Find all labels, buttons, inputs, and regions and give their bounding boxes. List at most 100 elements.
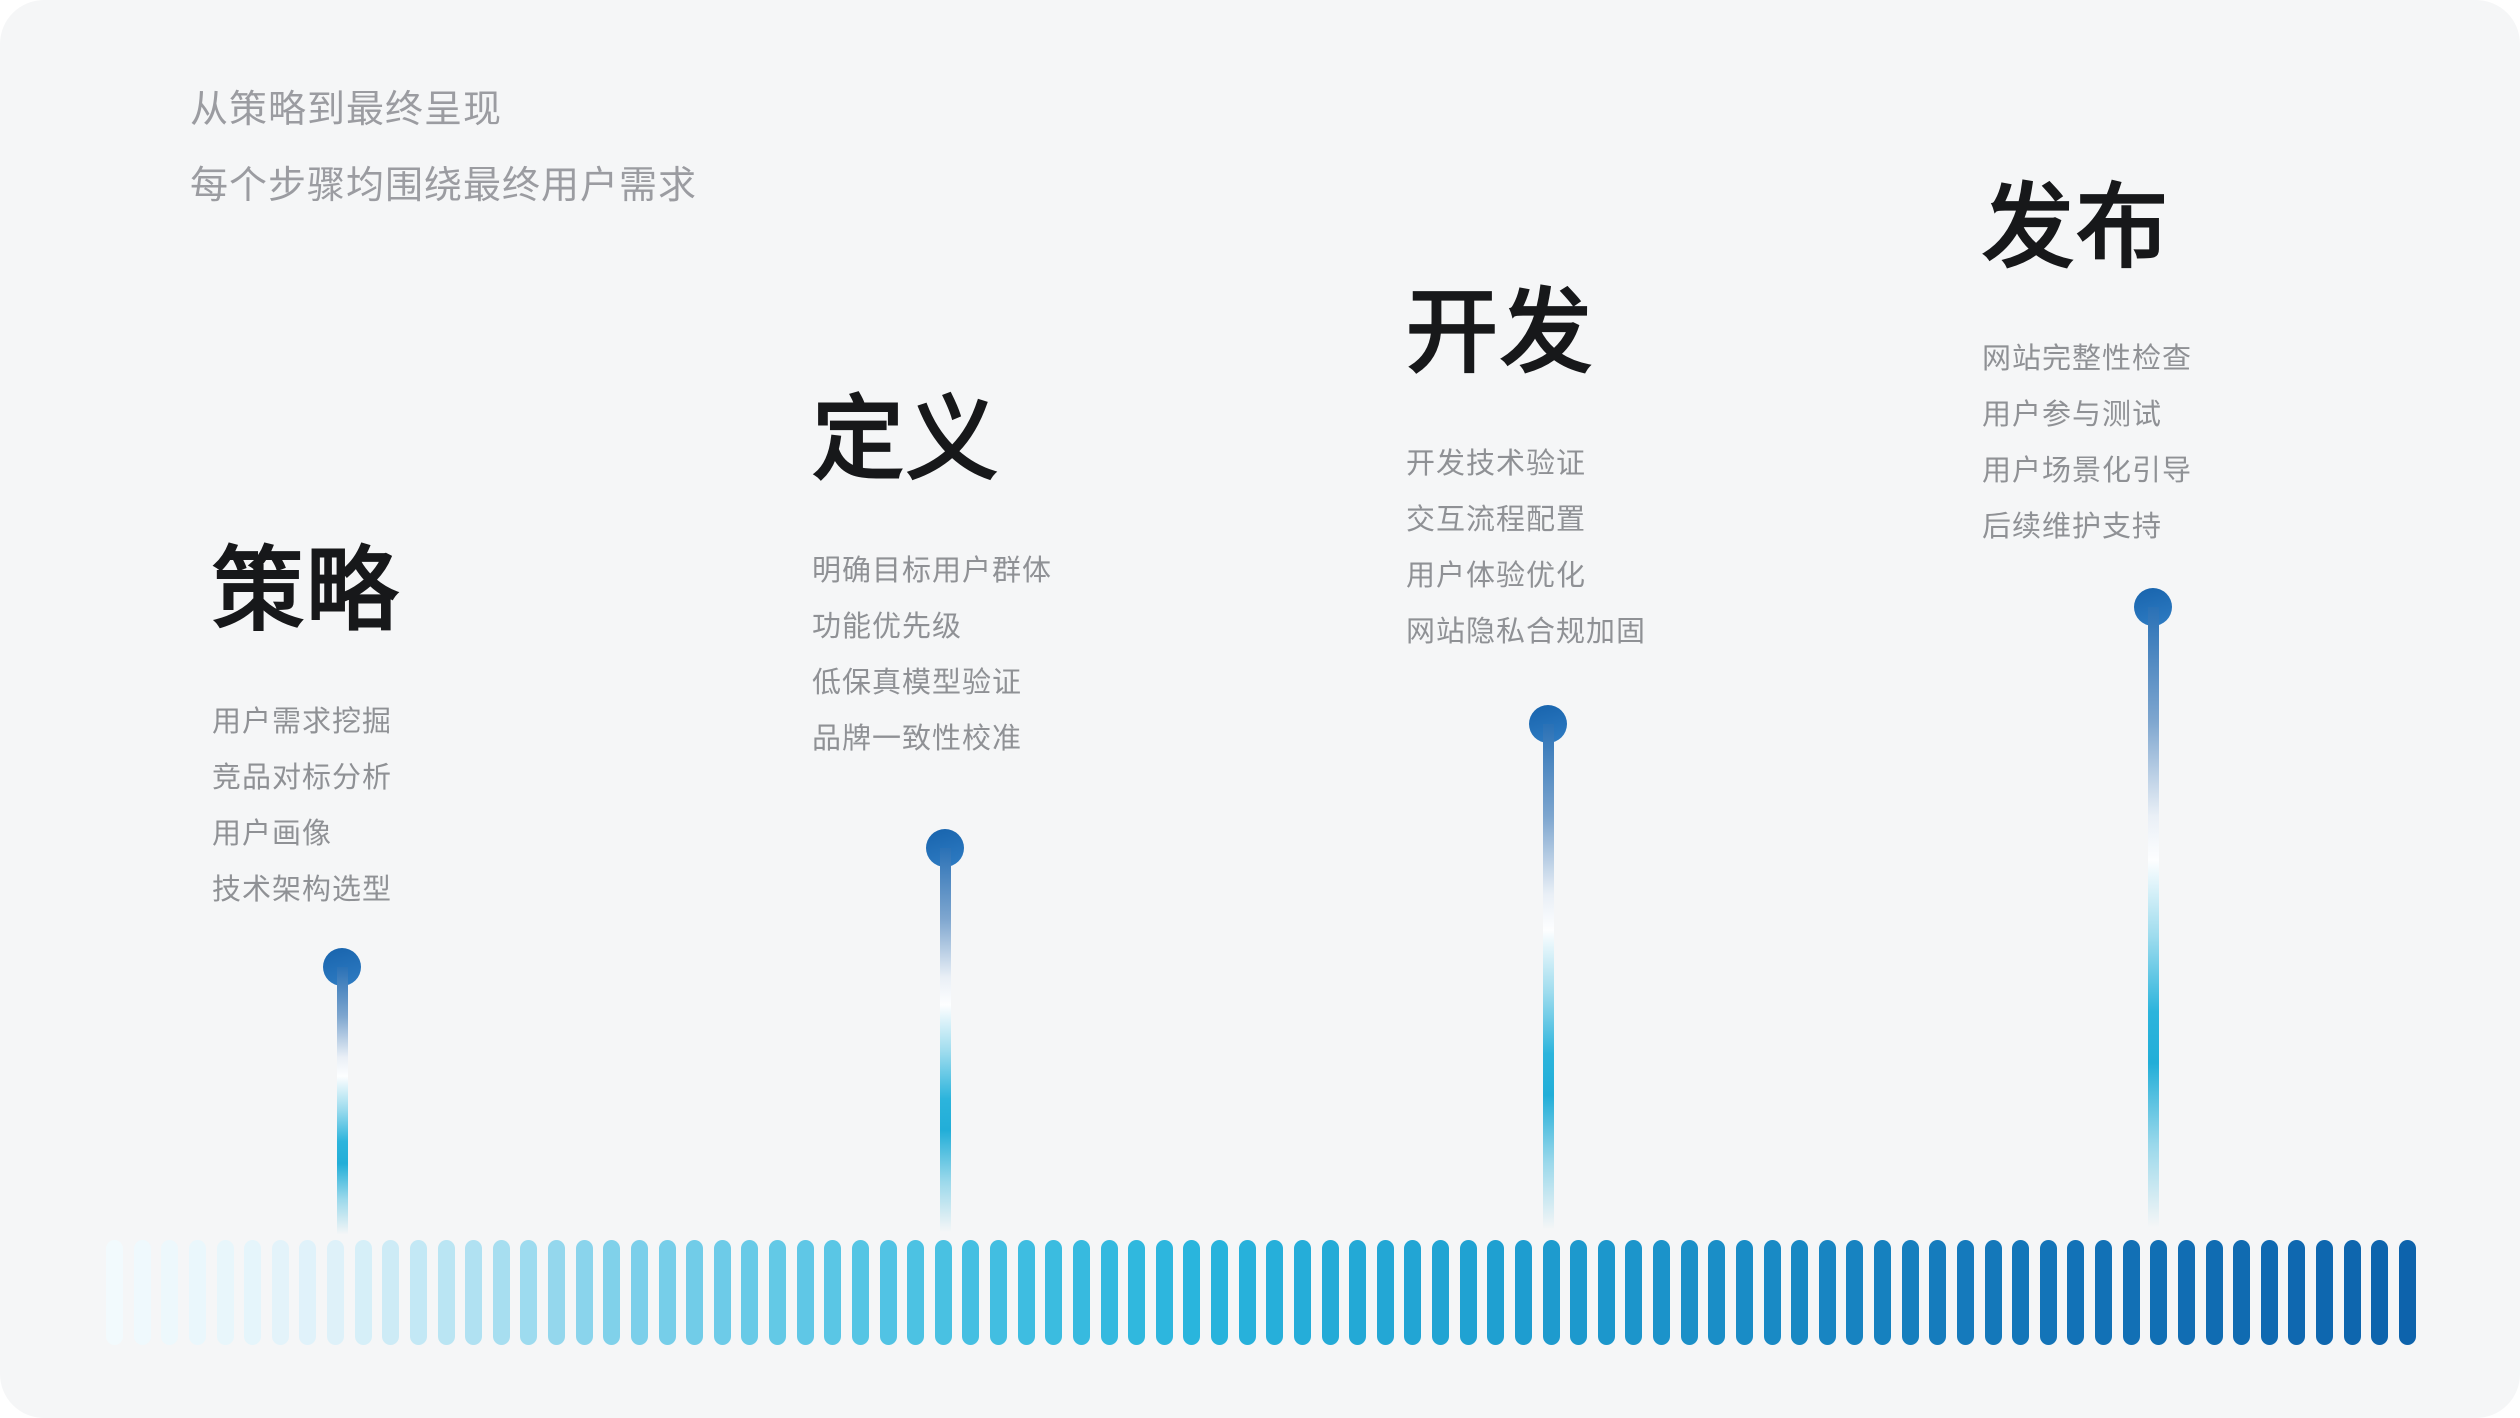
timeline-bar bbox=[658, 1240, 676, 1345]
timeline-bar bbox=[796, 1240, 814, 1345]
timeline-bars bbox=[106, 1240, 2416, 1345]
milestone-stem bbox=[1542, 724, 1554, 1240]
stage-item: 用户场景化引导 bbox=[1982, 455, 2193, 487]
stage-item: 用户体验优化 bbox=[1406, 560, 1587, 592]
timeline-bar bbox=[741, 1240, 759, 1345]
timeline-bar bbox=[2398, 1240, 2416, 1345]
stage-item: 明确目标用户群体 bbox=[812, 555, 1053, 587]
timeline-bar bbox=[1183, 1240, 1201, 1345]
timeline-bar bbox=[1791, 1240, 1809, 1345]
timeline-bar bbox=[824, 1240, 842, 1345]
stage-strategy-items: 用户需求挖掘 竞品对标分析 用户画像 技术架构选型 bbox=[212, 694, 400, 918]
timeline-bar bbox=[2122, 1240, 2140, 1345]
timeline-bar bbox=[686, 1240, 704, 1345]
page-subtitle: 从策略到最终呈现 每个步骤均围绕最终用户需求 bbox=[190, 72, 697, 224]
timeline-bar bbox=[2205, 1240, 2223, 1345]
timeline-bar bbox=[1929, 1240, 1947, 1345]
stage-develop-title: 开发 bbox=[1406, 282, 1595, 384]
timeline-bar bbox=[1238, 1240, 1256, 1345]
timeline-bar bbox=[603, 1240, 621, 1345]
timeline-bar bbox=[133, 1240, 151, 1345]
timeline-bar bbox=[1984, 1240, 2002, 1345]
stage-launch-title: 发布 bbox=[1982, 177, 2171, 279]
milestone-marker-develop bbox=[1529, 705, 1567, 1240]
timeline-bar bbox=[437, 1240, 455, 1345]
timeline-bar bbox=[1211, 1240, 1228, 1345]
stage-item: 低保真模型验证 bbox=[812, 667, 1023, 699]
stage-launch: 发布 网站完整性检查 用户参与测试 用户场景化引导 后续维护支持 bbox=[1982, 181, 2192, 555]
milestone-stem bbox=[2147, 607, 2159, 1240]
timeline-bar bbox=[465, 1240, 483, 1345]
timeline-bar bbox=[2177, 1240, 2195, 1345]
timeline-bar bbox=[1846, 1240, 1864, 1345]
timeline-bar bbox=[1570, 1240, 1588, 1345]
timeline-bar bbox=[1155, 1240, 1173, 1345]
timeline-bar bbox=[1293, 1240, 1311, 1345]
timeline-bar bbox=[2343, 1240, 2361, 1345]
stage-item: 开发技术验证 bbox=[1406, 448, 1587, 480]
stage-item: 交互流程配置 bbox=[1406, 504, 1587, 536]
timeline-bar bbox=[1735, 1240, 1753, 1345]
timeline-bar bbox=[106, 1240, 123, 1345]
timeline-bar bbox=[271, 1240, 289, 1345]
timeline-bar bbox=[907, 1240, 925, 1345]
subtitle-line-1: 从策略到最终呈现 bbox=[190, 89, 503, 131]
stage-item: 后续维护支持 bbox=[1982, 511, 2163, 543]
timeline-bar bbox=[161, 1240, 179, 1345]
timeline-bar bbox=[492, 1240, 510, 1345]
timeline-bar bbox=[575, 1240, 593, 1345]
timeline-bar bbox=[2039, 1240, 2057, 1345]
timeline-bar bbox=[1072, 1240, 1090, 1345]
timeline-bar bbox=[879, 1240, 897, 1345]
stage-define-title: 定义 bbox=[812, 389, 1001, 491]
milestone-marker-strategy bbox=[323, 948, 361, 1240]
timeline-bar bbox=[354, 1240, 372, 1345]
timeline-bar bbox=[1818, 1240, 1836, 1345]
timeline-bar bbox=[713, 1240, 731, 1345]
timeline-bar bbox=[1045, 1240, 1063, 1345]
stage-strategy-title: 策略 bbox=[212, 540, 401, 642]
timeline-bar bbox=[1708, 1240, 1726, 1345]
stage-develop: 开发 开发技术验证 交互流程配置 用户体验优化 网站隐私合规加固 bbox=[1406, 286, 1646, 660]
timeline-bar bbox=[1321, 1240, 1339, 1345]
timeline-bar bbox=[409, 1240, 427, 1345]
timeline-bar bbox=[1017, 1240, 1035, 1345]
timeline-bar bbox=[188, 1240, 206, 1345]
timeline-bar bbox=[962, 1240, 980, 1345]
timeline-bar bbox=[1542, 1240, 1560, 1345]
timeline-bar bbox=[1459, 1240, 1477, 1345]
timeline-bar bbox=[1376, 1240, 1394, 1345]
timeline-bar bbox=[2260, 1240, 2278, 1345]
timeline-bar bbox=[1901, 1240, 1919, 1345]
timeline-bar bbox=[548, 1240, 565, 1345]
timeline-bar bbox=[216, 1240, 234, 1345]
timeline-bar bbox=[2012, 1240, 2030, 1345]
stage-strategy: 策略 用户需求挖掘 竞品对标分析 用户画像 技术架构选型 bbox=[212, 544, 400, 918]
timeline-bar bbox=[1597, 1240, 1615, 1345]
timeline-bar bbox=[1487, 1240, 1505, 1345]
subtitle-line-2: 每个步骤均围绕最终用户需求 bbox=[190, 165, 698, 207]
stage-item: 竞品对标分析 bbox=[212, 762, 393, 794]
timeline-bar bbox=[1432, 1240, 1449, 1345]
timeline-bar bbox=[1874, 1240, 1891, 1345]
milestone-marker-define bbox=[926, 829, 964, 1240]
timeline-bar bbox=[990, 1240, 1007, 1345]
timeline-bar bbox=[520, 1240, 538, 1345]
timeline-bar bbox=[934, 1240, 952, 1345]
timeline-bar bbox=[2150, 1240, 2168, 1345]
timeline-bar bbox=[1625, 1240, 1643, 1345]
stage-item: 网站隐私合规加固 bbox=[1406, 616, 1647, 648]
timeline-bar bbox=[851, 1240, 869, 1345]
timeline-bar bbox=[1956, 1240, 1974, 1345]
stage-launch-items: 网站完整性检查 用户参与测试 用户场景化引导 后续维护支持 bbox=[1982, 331, 2192, 555]
milestone-marker-launch bbox=[2134, 588, 2172, 1240]
timeline-bar bbox=[1404, 1240, 1422, 1345]
timeline-bar bbox=[1266, 1240, 1284, 1345]
stage-item: 网站完整性检查 bbox=[1982, 343, 2193, 375]
timeline-bar bbox=[1128, 1240, 1146, 1345]
timeline-bar bbox=[1680, 1240, 1698, 1345]
timeline-bar bbox=[769, 1240, 786, 1345]
timeline-bar bbox=[2067, 1240, 2085, 1345]
timeline-bar bbox=[382, 1240, 400, 1345]
